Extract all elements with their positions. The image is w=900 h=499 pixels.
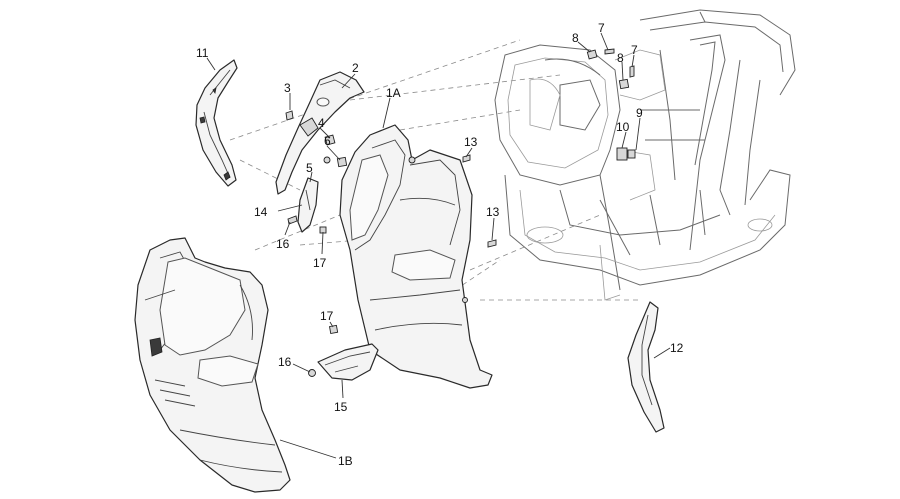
- part-2-headset-cover: [275, 71, 365, 195]
- callout-7-lower: 7: [631, 43, 638, 57]
- parts-16-17-lower-hardware: [308, 324, 339, 377]
- callout-7-upper: 7: [598, 21, 605, 35]
- callout-17-lower: 17: [320, 309, 334, 323]
- part-14-small-cover: [297, 177, 319, 233]
- scooter-frame: [494, 9, 796, 301]
- callout-12: 12: [670, 341, 684, 355]
- parts-4-5-6-clips: [323, 134, 348, 168]
- part-15-lower-cover: [317, 343, 379, 381]
- callout-9: 9: [636, 106, 643, 120]
- callout-15: 15: [334, 400, 348, 414]
- callout-14: 14: [254, 205, 268, 219]
- part-1a-front-shield: [339, 124, 493, 389]
- callout-5: 5: [306, 161, 313, 175]
- callout-16-lower: 16: [278, 355, 292, 369]
- callout-1b: 1B: [338, 454, 353, 468]
- callout-6: 6: [324, 134, 331, 148]
- callout-11: 11: [196, 46, 209, 60]
- callout-labels: 1A 1B 2 3 4 5 6 7 7 8 8 9 10 11 12 13 13…: [196, 21, 684, 468]
- part-12-trim-strip: [627, 301, 665, 433]
- callout-8-lower: 8: [617, 51, 624, 65]
- callout-8-upper: 8: [572, 31, 579, 45]
- part-3-screw: [285, 93, 294, 121]
- leader-lines: [206, 32, 671, 459]
- callout-3: 3: [284, 81, 291, 95]
- callout-2: 2: [352, 61, 359, 75]
- frame-hardware: [462, 48, 636, 248]
- callout-10: 10: [616, 120, 630, 134]
- callout-1a: 1A: [386, 86, 401, 100]
- callout-13-upper: 13: [464, 135, 478, 149]
- callout-13-lower: 13: [486, 205, 500, 219]
- callout-17-upper: 17: [313, 256, 327, 270]
- part-1b-front-shield: [134, 237, 291, 493]
- part-11-trim-strip: [195, 59, 238, 187]
- callout-16-upper: 16: [276, 237, 290, 251]
- callout-4: 4: [318, 116, 325, 130]
